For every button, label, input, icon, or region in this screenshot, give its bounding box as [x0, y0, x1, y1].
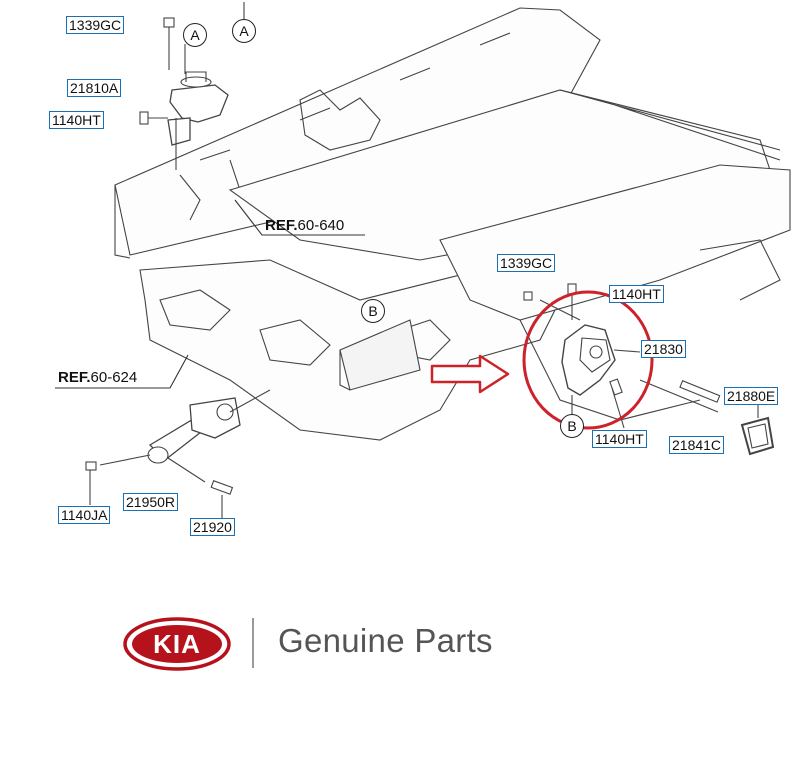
part-label-1339gc: 1339GC — [66, 16, 125, 34]
callout-a: A — [183, 23, 207, 47]
part-label-21830: 21830 — [641, 340, 686, 358]
brand-tagline: Genuine Parts — [278, 622, 493, 659]
part-label-21950r: 21950R — [123, 493, 179, 511]
callout-b: B — [361, 299, 385, 323]
part-label-1140ja: 1140JA — [58, 506, 111, 524]
reference-prefix: REF. — [265, 217, 298, 234]
part-label-1140ht: 1140HT — [592, 430, 647, 448]
transmission-mount — [561, 324, 616, 396]
reference-code: 60-640 — [297, 217, 345, 234]
part-label-1140ht: 1140HT — [609, 285, 664, 303]
part-label-1339gc: 1339GC — [497, 254, 556, 272]
gasket-21880e — [740, 416, 775, 456]
reference-label-60-640: REF.60-640 — [265, 217, 344, 234]
callout-a: A — [232, 19, 256, 43]
kia-logo: KIA — [123, 617, 231, 671]
reference-label-60-624: REF.60-624 — [58, 369, 137, 386]
logo-text: KIA — [153, 629, 201, 659]
brand-divider — [252, 618, 254, 668]
right-frame-rail — [439, 164, 791, 321]
reference-code: 60-624 — [90, 369, 138, 386]
brand-footer: KIA Genuine Parts — [122, 614, 522, 674]
part-label-21841c: 21841C — [669, 436, 725, 454]
highlight-circle — [522, 290, 654, 430]
part-label-21920: 21920 — [190, 518, 235, 536]
part-label-1140ht: 1140HT — [49, 111, 104, 129]
callout-b: B — [560, 414, 584, 438]
reference-prefix: REF. — [58, 369, 91, 386]
part-label-21810a: 21810A — [67, 79, 122, 97]
upper-engine-mount — [169, 84, 229, 123]
part-label-21880e: 21880E — [724, 387, 779, 405]
red-arrow — [430, 354, 510, 394]
